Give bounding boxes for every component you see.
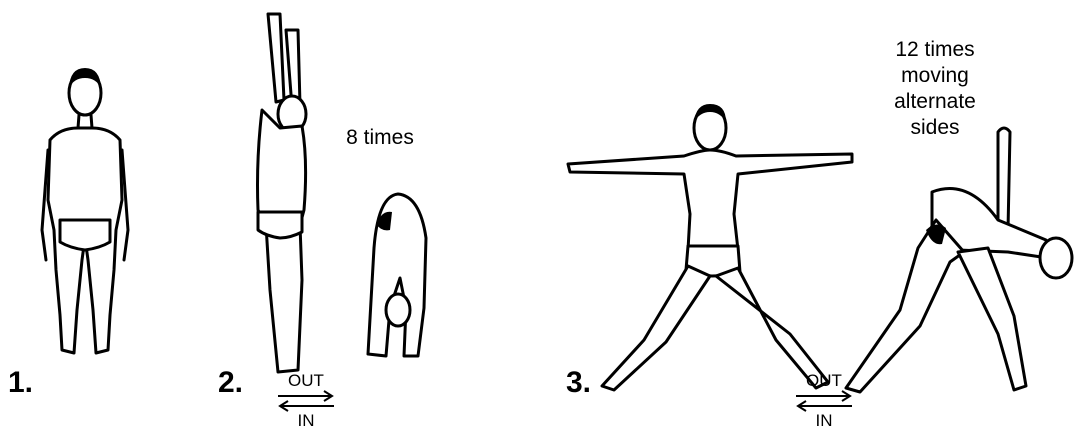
breath-out-label: OUT bbox=[274, 372, 338, 390]
figure-forward-bend bbox=[356, 188, 436, 363]
breath-out-label: OUT bbox=[792, 372, 856, 390]
figure-standing bbox=[30, 60, 140, 370]
breath-arrows-icon bbox=[274, 390, 338, 412]
note-line: sides bbox=[880, 115, 990, 141]
note-line: alternate bbox=[880, 89, 990, 115]
note-line: 12 times bbox=[880, 37, 990, 63]
step-number-1: 1. bbox=[8, 368, 33, 398]
breath-arrows-icon bbox=[792, 390, 856, 412]
step-number-2: 2. bbox=[218, 368, 243, 398]
breathing-indicator-step-3: OUT IN bbox=[792, 372, 856, 432]
breath-in-label: IN bbox=[792, 412, 856, 430]
repetition-note-step-3: 12 times moving alternate sides bbox=[880, 37, 990, 141]
breathing-indicator-step-2: OUT IN bbox=[274, 372, 338, 432]
note-line: moving bbox=[880, 63, 990, 89]
step-number-3: 3. bbox=[566, 368, 591, 398]
breath-in-label: IN bbox=[274, 412, 338, 430]
figure-arms-raised bbox=[240, 10, 330, 380]
figure-triangle-bend bbox=[838, 120, 1078, 400]
repetition-note-step-2: 8 times bbox=[330, 125, 430, 151]
figure-wide-stance bbox=[562, 90, 862, 400]
